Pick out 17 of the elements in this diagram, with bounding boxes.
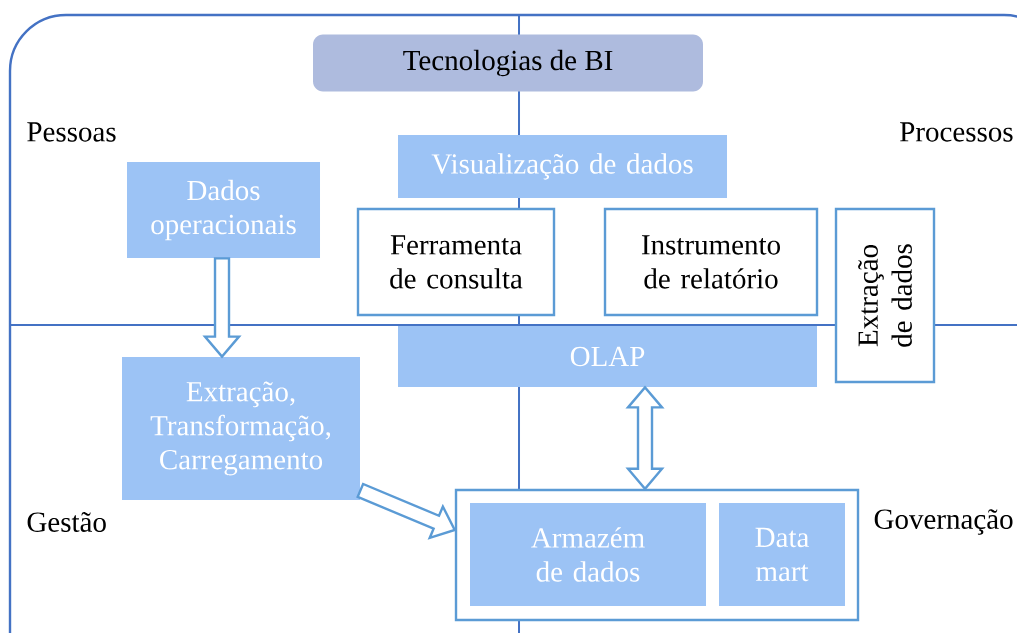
block-arrow: [356, 482, 457, 540]
block-arrow: [202, 257, 242, 359]
quadrant-label: Processos: [900, 122, 1013, 142]
process-box: Extração de dados: [834, 207, 936, 384]
process-box: Data mart: [719, 503, 845, 606]
process-box: Visualização de dados: [398, 135, 727, 198]
block-arrow: [625, 385, 665, 491]
title-box: Tecnologias de BI: [313, 34, 703, 92]
process-box: Extração, Transformação, Carregamento: [122, 357, 360, 500]
process-box: Armazém de dados: [470, 503, 706, 606]
process-box: Instrumento de relatório: [603, 207, 819, 317]
quadrant-label: Pessoas: [27, 122, 116, 142]
quadrant-label: Governação: [874, 509, 1013, 535]
process-box: Dados operacionais: [127, 162, 320, 258]
process-box: Ferramenta de consulta: [356, 207, 556, 317]
process-box: OLAP: [398, 326, 817, 387]
quadrant-label: Gestão: [27, 512, 106, 532]
